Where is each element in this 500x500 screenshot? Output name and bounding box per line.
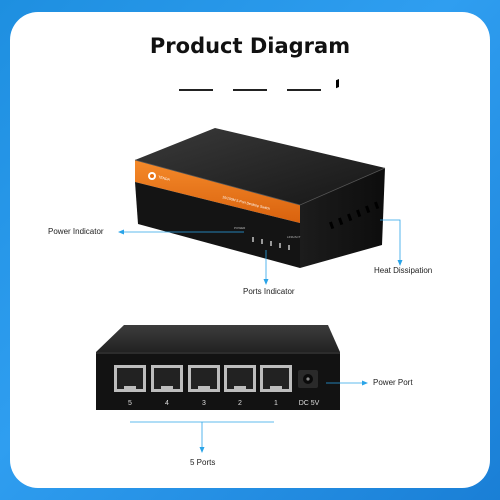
callout-arrow [199,447,205,453]
title-divider [179,89,213,91]
switch-back-view [96,325,340,410]
callout-lines-front [122,219,401,280]
port-number: 4 [165,400,169,407]
callout-lines-back [130,382,364,449]
power-led-text: POWER [234,226,246,230]
port-number-labels: 5 4 3 2 1 [128,400,278,407]
callout-arrow [397,260,403,266]
dc-voltage-label: DC 5V [299,400,320,407]
heat-dissipation-label: Heat Dissipation [374,266,433,275]
callout-arrow [263,279,269,285]
port-leds [252,237,290,250]
switch-front-view [134,79,386,268]
ports-indicator-label: Ports Indicator [243,287,295,296]
callout-arrow [362,380,368,386]
port-number: 2 [238,400,242,407]
link-led-text: LINK/ACT [287,235,301,239]
title-divider [233,89,267,91]
brand-text: TENDA [158,175,171,182]
callout-arrow [118,229,124,235]
port-number: 1 [274,400,278,407]
heat-vents [329,201,380,230]
port-number: 5 [128,400,132,407]
power-indicator-label: Power Indicator [48,227,104,236]
power-port-label: Power Port [373,378,413,387]
five-ports-label: 5 Ports [190,458,216,467]
port-number: 3 [202,400,206,407]
rj45-ports [114,365,292,392]
page-title: Product Diagram [149,34,351,58]
title-divider [287,89,321,91]
